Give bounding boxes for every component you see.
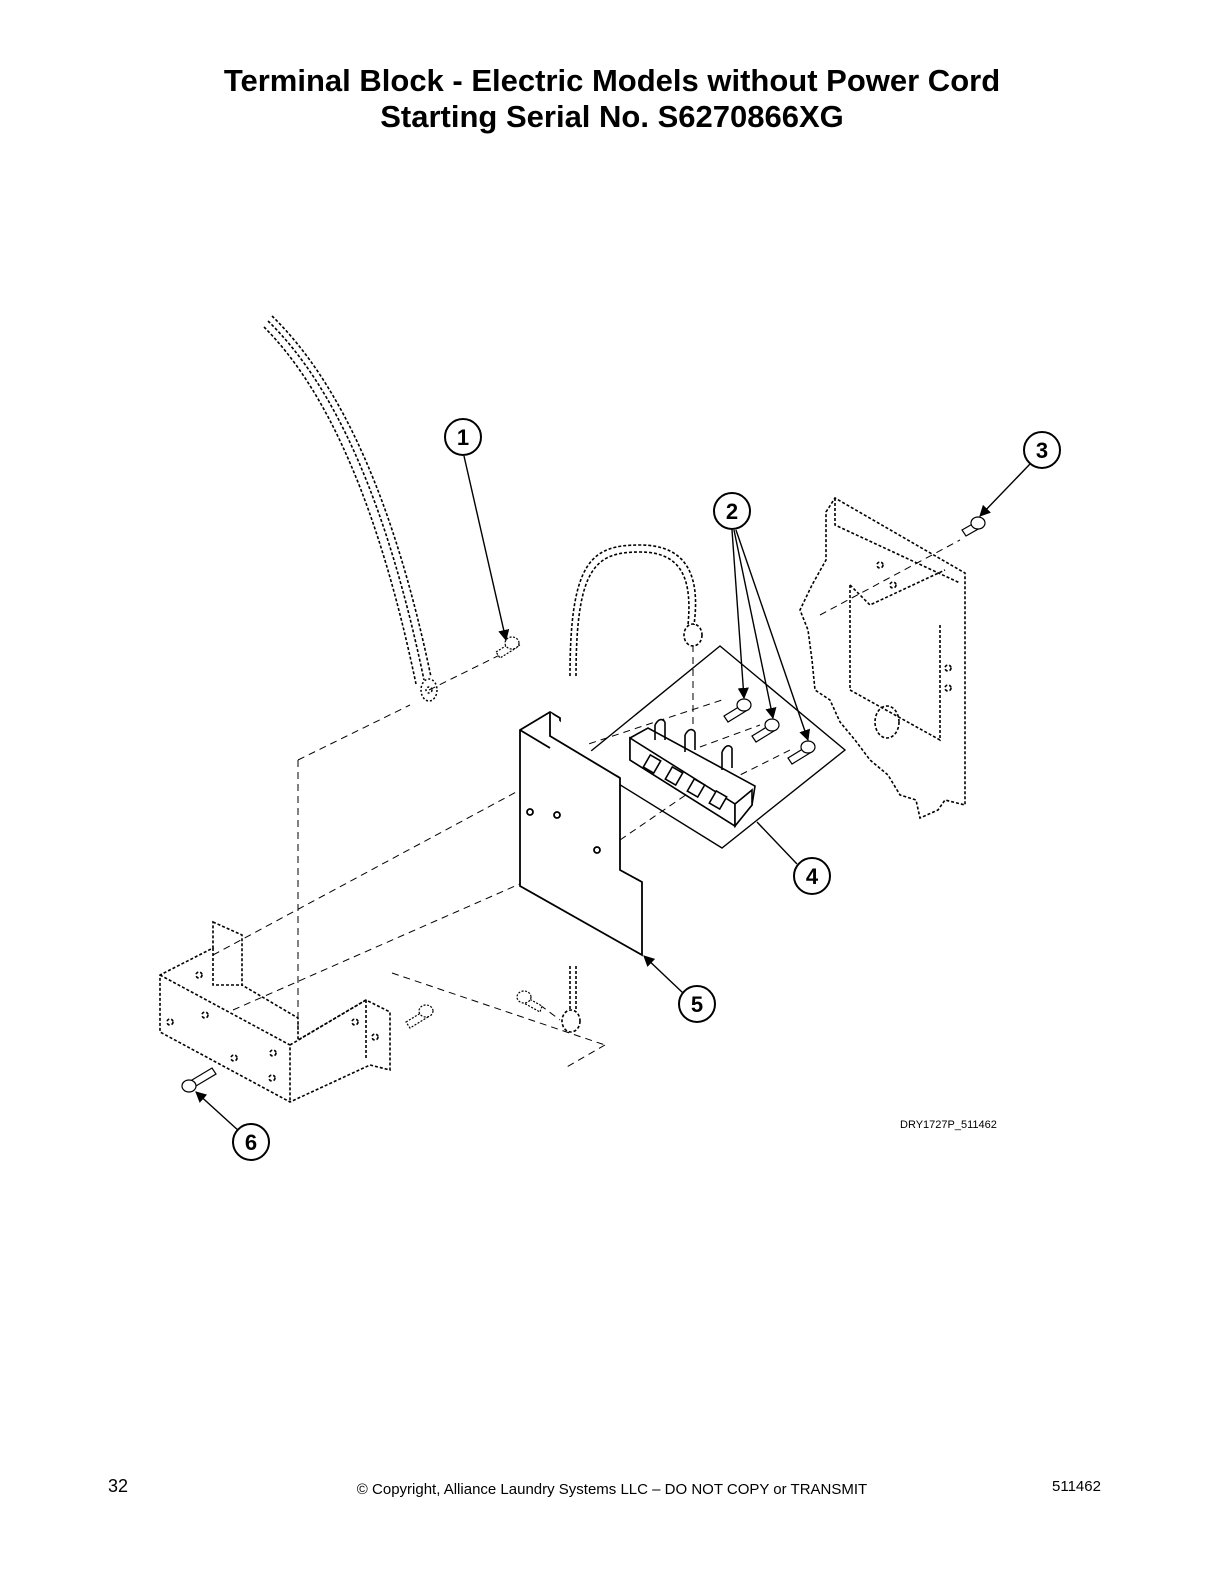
callout-circle-6 bbox=[232, 1123, 270, 1161]
page-number: 32 bbox=[108, 1476, 129, 1496]
screw-6 bbox=[181, 1067, 217, 1093]
callout-number-6: 6 bbox=[245, 1130, 257, 1155]
callout-circle-4 bbox=[793, 857, 831, 895]
callout-circle-2 bbox=[713, 492, 751, 530]
copyright-notice: © Copyright, Alliance Laundry Systems LL… bbox=[356, 1481, 868, 1498]
terminal-insulator bbox=[578, 645, 847, 849]
power-harness-wire bbox=[263, 315, 432, 685]
harness-ring-terminal bbox=[420, 678, 438, 702]
callout-circles bbox=[232, 418, 1061, 1161]
base-bracket bbox=[159, 920, 391, 1103]
callout-number-3: 3 bbox=[1036, 438, 1048, 463]
callout-circle-1 bbox=[444, 418, 482, 456]
callout-circle-3 bbox=[1023, 431, 1061, 469]
mounting-plate bbox=[519, 710, 643, 957]
page-subtitle: Starting Serial No. S6270866XG bbox=[380, 99, 844, 134]
callout-number-2: 2 bbox=[726, 499, 738, 524]
mounting-bracket-right bbox=[799, 496, 966, 820]
drawing-reference: DRY1727P_511462 bbox=[900, 1119, 997, 1131]
terminal-block bbox=[629, 718, 756, 829]
callout-number-1: 1 bbox=[457, 425, 469, 450]
callout-leaders bbox=[195, 455, 1031, 1133]
terminal-screws bbox=[723, 698, 816, 765]
document-number: 511462 bbox=[1052, 1478, 1101, 1495]
callout-circle-5 bbox=[678, 985, 716, 1023]
callout-number-4: 4 bbox=[806, 864, 819, 889]
base-screws bbox=[405, 990, 543, 1029]
screw-1 bbox=[495, 636, 520, 659]
assembly-dashed-lines bbox=[212, 539, 961, 1069]
page-title: Terminal Block - Electric Models without… bbox=[223, 63, 1001, 98]
callout-number-5: 5 bbox=[691, 992, 703, 1017]
screw-3 bbox=[961, 516, 986, 537]
